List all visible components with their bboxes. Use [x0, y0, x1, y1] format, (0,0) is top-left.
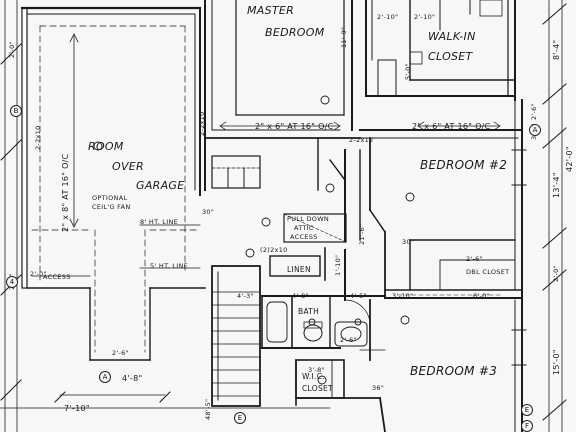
- wic-label-line2: CLOSET: [302, 384, 333, 393]
- walk-in-closet-label-line1: WALK-IN: [428, 30, 476, 43]
- dim-label: 5' HT. LINE: [150, 262, 189, 270]
- dim-label: 2'-6": [340, 336, 357, 344]
- optional-ceiling-fan-note-line1: OPTIONAL: [92, 194, 128, 202]
- dim-label: 1'-10": [334, 254, 342, 276]
- dim-label: 11'-9": [340, 26, 348, 48]
- bath-walls: [261, 295, 386, 361]
- dbl-closet-label: DBL CLOSET: [466, 268, 510, 276]
- grid-bubble: B: [10, 105, 22, 117]
- dim-label: 2'-6": [530, 103, 538, 120]
- bedroom-2-walls: [359, 99, 523, 301]
- dim-label: 2'-0": [552, 265, 560, 282]
- dim-label: (2)2x10: [260, 246, 288, 254]
- master-bedroom-label-line2: BEDROOM: [265, 26, 325, 39]
- dim-label: 4'-5": [350, 292, 367, 300]
- room-over-garage-label-line3: GARAGE: [136, 179, 185, 192]
- dim-label: 4'-3": [237, 292, 254, 300]
- attic-access-label-line2: ATTIC: [294, 224, 314, 232]
- room-over-garage-walls: [20, 6, 206, 361]
- attic-access-label-line1: PULL DOWN: [287, 215, 330, 223]
- linen-label: LINEN: [287, 265, 311, 274]
- dim-label: 2'-10": [377, 13, 399, 21]
- light-fixtures: [93, 95, 415, 385]
- dim-label: 6'-0": [473, 292, 490, 300]
- joists-bedroom2-note: 2" x 6" AT 16" O/C: [412, 122, 491, 131]
- dim-label: 2'-10": [414, 13, 436, 21]
- dim-label: 2'-0": [30, 270, 47, 278]
- dim-label: 5'-0": [404, 63, 412, 80]
- grid-bubble: F: [521, 420, 533, 432]
- dim-label: 30": [202, 208, 215, 216]
- grid-bubble: E: [234, 412, 246, 424]
- dim-label: 15'-0": [552, 349, 561, 375]
- walk-in-closet-label-line2: CLOSET: [428, 50, 473, 63]
- bedroom-3-label: BEDROOM #3: [410, 364, 498, 378]
- master-bedroom-walls: [204, 0, 361, 191]
- master-bedroom-label-line1: MASTER: [247, 4, 295, 17]
- dim-label: 7'-10": [64, 404, 90, 413]
- attic-access-label-line3: ACCESS: [290, 233, 318, 241]
- joists-garage-note: 2" x 8" AT 16" O/C: [61, 153, 70, 232]
- dim-label: 30": [402, 238, 415, 246]
- dim-label: 3'-10": [392, 292, 414, 300]
- dim-label: 2-2x10: [198, 111, 206, 136]
- dim-label: 4'-8": [122, 374, 143, 383]
- room-over-garage-label-line2: OVER: [112, 160, 144, 173]
- dim-label: 13'-4": [552, 172, 561, 198]
- joists-master-note: 2" x 6" AT 16" O/C: [255, 122, 334, 131]
- dim-label: 8' HT. LINE: [140, 218, 179, 226]
- bedroom-2-label: BEDROOM #2: [420, 158, 508, 172]
- dim-label: 2'-6": [466, 255, 483, 263]
- access-label: ACCESS: [43, 273, 71, 281]
- dim-label: 21'-6": [358, 223, 366, 245]
- dim-label: 2-2x12: [349, 136, 374, 144]
- grid-bubble: A: [529, 124, 541, 136]
- dim-label: 36": [372, 384, 385, 392]
- dim-label: 48'-5": [204, 398, 212, 420]
- dimension-ticks: [0, 3, 567, 421]
- dim-label: 3'-8": [308, 366, 325, 374]
- bath-label: BATH: [298, 307, 320, 316]
- hall-stair-walls: [211, 137, 361, 407]
- dim-label: 8'-4": [552, 39, 561, 60]
- dim-label: 2'-6": [112, 349, 129, 357]
- optional-ceiling-fan-note-line2: CEIL'G FAN: [92, 203, 131, 211]
- wic-label-line1: W.I.C.: [302, 372, 325, 381]
- dim-label: 42'-0": [565, 146, 574, 172]
- grid-bubble: 4: [6, 276, 18, 288]
- walk-in-closet-walls: [365, 0, 516, 101]
- grid-bubble: A: [99, 371, 111, 383]
- dim-label: 2'-0": [8, 41, 16, 58]
- dim-label: 2-2x10: [34, 125, 42, 150]
- room-over-garage-label-line1: ROOM: [88, 140, 124, 153]
- grid-bubble: E: [521, 404, 533, 416]
- dim-label: 4'-8": [292, 292, 309, 300]
